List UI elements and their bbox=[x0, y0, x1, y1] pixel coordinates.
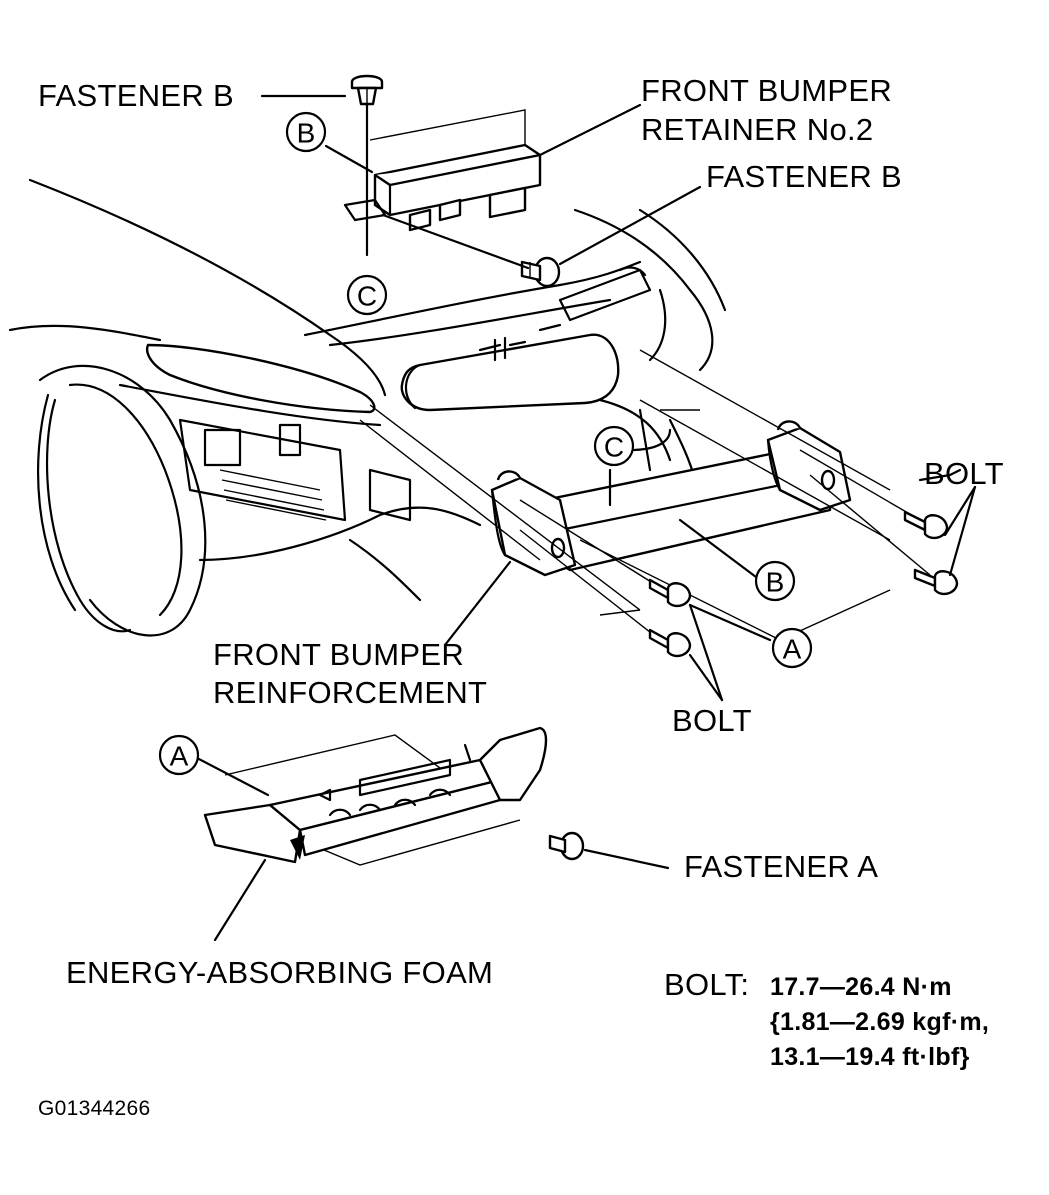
callout-a-mid-text: A bbox=[783, 634, 802, 665]
callout-a-bottom-text: A bbox=[170, 741, 189, 772]
front-bumper-retainer bbox=[343, 109, 542, 232]
front-bumper-reinforcement bbox=[359, 349, 931, 641]
figure-code: G01344266 bbox=[38, 1097, 151, 1120]
bolt-bottom-1-icon bbox=[648, 578, 692, 608]
energy-absorbing-foam bbox=[203, 726, 548, 866]
bolt-right-2-icon bbox=[913, 568, 959, 596]
torque-value-kgfm: {1.81—2.69 kgf·m, bbox=[770, 1008, 990, 1036]
leader-lines bbox=[195, 94, 977, 942]
callout-a-bottom: A bbox=[158, 734, 200, 776]
bolt-right-1-icon bbox=[903, 510, 949, 540]
callout-c-mid-text: C bbox=[604, 432, 624, 463]
label-fastener-b-right: FASTENER B bbox=[706, 159, 902, 194]
fastener-b-top-icon bbox=[350, 74, 384, 106]
callout-b-top-text: B bbox=[297, 118, 316, 149]
label-energy-absorbing-foam: ENERGY-ABSORBING FOAM bbox=[66, 955, 494, 990]
label-retainer-line2: RETAINER No.2 bbox=[641, 112, 874, 147]
callout-b-mid: B bbox=[754, 560, 796, 602]
callout-b-mid-text: B bbox=[766, 567, 785, 598]
callout-b-top: B bbox=[285, 111, 327, 153]
torque-label: BOLT: bbox=[664, 967, 750, 1002]
fastener-b-right-icon bbox=[520, 256, 561, 288]
label-fastener-b-top: FASTENER B bbox=[38, 78, 234, 113]
label-fastener-a: FASTENER A bbox=[684, 849, 879, 884]
callout-c-mid: C bbox=[593, 425, 635, 467]
label-retainer-line1: FRONT BUMPER bbox=[641, 73, 893, 108]
label-bolt-bottom: BOLT bbox=[672, 703, 752, 738]
callout-c-top: C bbox=[346, 274, 388, 316]
fastener-a-icon bbox=[548, 831, 585, 861]
callout-a-mid: A bbox=[771, 627, 813, 669]
label-reinforcement-line2: REINFORCEMENT bbox=[213, 675, 488, 710]
torque-value-ftlbf: 13.1—19.4 ft·lbf} bbox=[770, 1043, 970, 1071]
bolt-bottom-2-icon bbox=[648, 628, 692, 658]
label-bolt-right: BOLT bbox=[924, 456, 1004, 491]
label-reinforcement-line1: FRONT BUMPER bbox=[213, 637, 465, 672]
callout-c-top-text: C bbox=[357, 281, 377, 312]
vehicle-body bbox=[8, 178, 727, 637]
torque-value-nm: 17.7—26.4 N·m bbox=[770, 973, 952, 1001]
